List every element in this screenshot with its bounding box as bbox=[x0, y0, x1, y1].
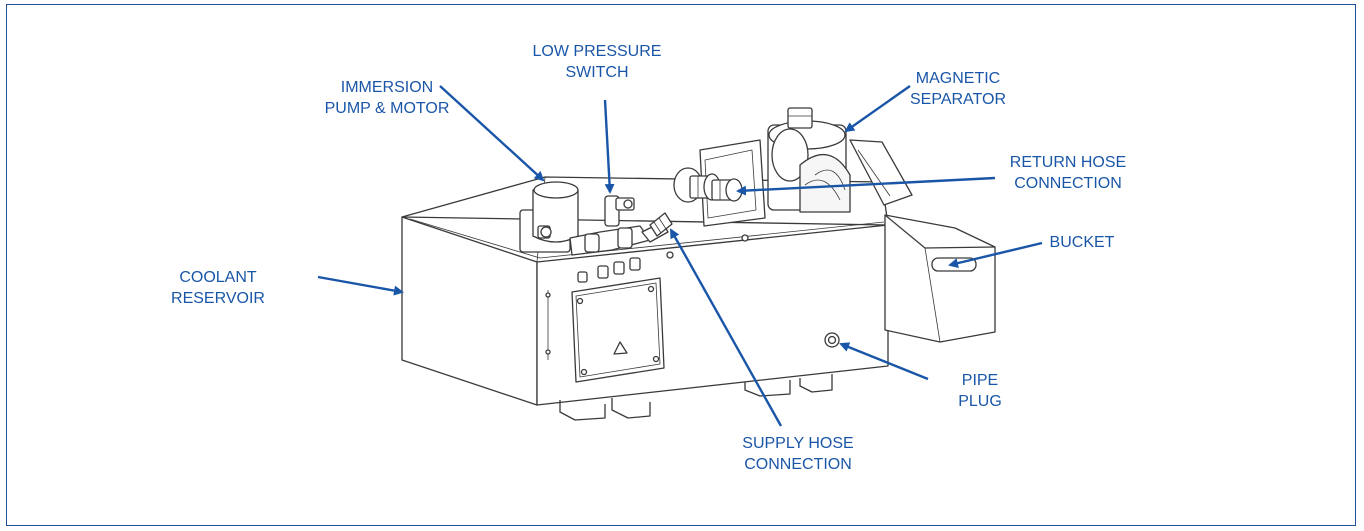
label-magnetic-line1: MAGNETIC bbox=[915, 70, 1001, 87]
label-coolant-line1: COOLANT bbox=[179, 269, 257, 286]
label-return-hose: RETURN HOSE CONNECTION bbox=[998, 152, 1138, 194]
bucket-body bbox=[884, 214, 996, 343]
label-magnetic-line2: SEPARATOR bbox=[909, 91, 1007, 108]
supply-hose-barb bbox=[641, 212, 673, 243]
label-supply-hose-line2: CONNECTION bbox=[744, 456, 852, 473]
label-low-pressure-line1: LOW PRESSURE bbox=[532, 43, 662, 60]
return-hose-connection bbox=[673, 167, 743, 203]
label-bucket-line1: BUCKET bbox=[1049, 234, 1115, 251]
label-supply-hose-line1: SUPPLY HOSE bbox=[742, 435, 854, 452]
arrow-low-pressure-switch bbox=[603, 99, 615, 194]
arrow-magnetic-separator bbox=[844, 85, 911, 133]
label-immersion-pump-line2: PUMP & MOTOR bbox=[324, 100, 450, 117]
warning-triangle bbox=[613, 341, 628, 355]
skid-right bbox=[744, 380, 791, 397]
callout-arrows bbox=[317, 85, 1043, 427]
label-low-pressure-switch: LOW PRESSURE SWITCH bbox=[527, 41, 667, 83]
label-pipe-plug-line2: PLUG bbox=[958, 393, 1002, 410]
label-pipe-plug: PIPE PLUG bbox=[930, 370, 1030, 412]
arrow-immersion-pump bbox=[439, 85, 545, 182]
arrow-coolant-reservoir bbox=[317, 275, 404, 296]
arrow-return-hose bbox=[736, 176, 996, 196]
pump-pipe bbox=[569, 225, 651, 256]
skid-left bbox=[559, 400, 606, 421]
diagram-frame bbox=[6, 4, 1356, 526]
arrow-pipe-plug bbox=[839, 342, 929, 381]
label-return-hose-line1: RETURN HOSE bbox=[1009, 154, 1127, 171]
machine-line-art bbox=[401, 107, 996, 421]
label-coolant-line2: RESERVOIR bbox=[171, 290, 265, 307]
label-low-pressure-line2: SWITCH bbox=[565, 64, 629, 81]
label-return-hose-line2: CONNECTION bbox=[1014, 175, 1122, 192]
control-box bbox=[571, 277, 665, 383]
label-immersion-pump-line1: IMMERSION bbox=[340, 79, 434, 96]
tank-left-face bbox=[401, 216, 538, 406]
label-supply-hose: SUPPLY HOSE CONNECTION bbox=[728, 433, 868, 475]
label-bucket: BUCKET bbox=[1032, 232, 1132, 253]
separator-motor bbox=[787, 107, 813, 129]
label-magnetic-separator: MAGNETIC SEPARATOR bbox=[888, 68, 1028, 110]
arrow-bucket bbox=[948, 241, 1043, 269]
arrow-supply-hose bbox=[669, 228, 783, 427]
label-pipe-plug-line1: PIPE bbox=[961, 372, 999, 389]
label-immersion-pump: IMMERSION PUMP & MOTOR bbox=[317, 77, 457, 119]
label-coolant-reservoir: COOLANT RESERVOIR bbox=[168, 267, 268, 309]
